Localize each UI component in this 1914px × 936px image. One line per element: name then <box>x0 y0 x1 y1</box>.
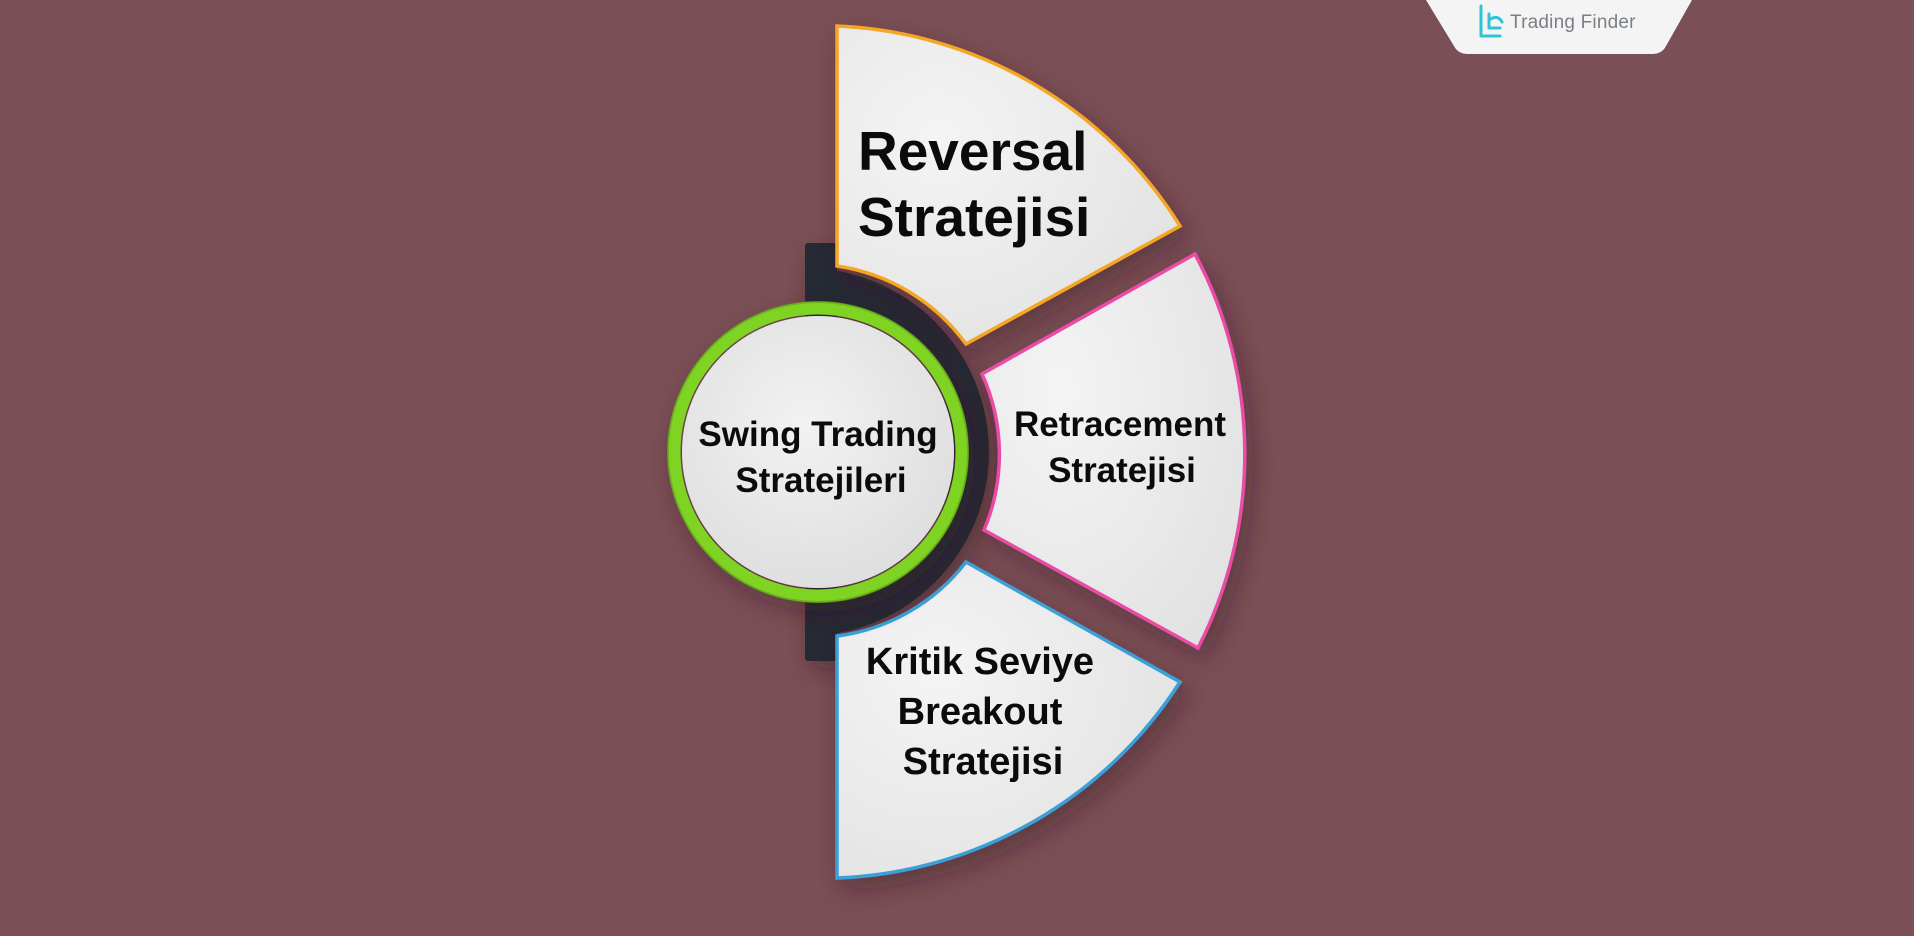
segment-retracement <box>979 251 1247 651</box>
retracement-label-line1: Retracement <box>1014 405 1226 444</box>
breakout-label-line1: Kritik Seviye <box>866 641 1094 683</box>
reversal-label-line2: Stratejisi <box>858 186 1090 248</box>
center-title-line1: Swing Trading <box>698 415 937 454</box>
center-title-line2: Stratejileri <box>735 461 906 500</box>
segment-breakout <box>835 559 1183 880</box>
breakout-label-line3: Stratejisi <box>903 741 1064 783</box>
brand-name: Trading Finder <box>1510 12 1636 33</box>
center-node <box>667 301 969 603</box>
brand-tab <box>1426 0 1692 54</box>
retracement-label-line2: Stratejisi <box>1048 451 1196 490</box>
reversal-label-line1: Reversal <box>858 120 1087 182</box>
trading-finder-logo-icon <box>1479 4 1504 38</box>
segment-reversal <box>835 24 1183 347</box>
breakout-label-line2: Breakout <box>898 691 1063 733</box>
